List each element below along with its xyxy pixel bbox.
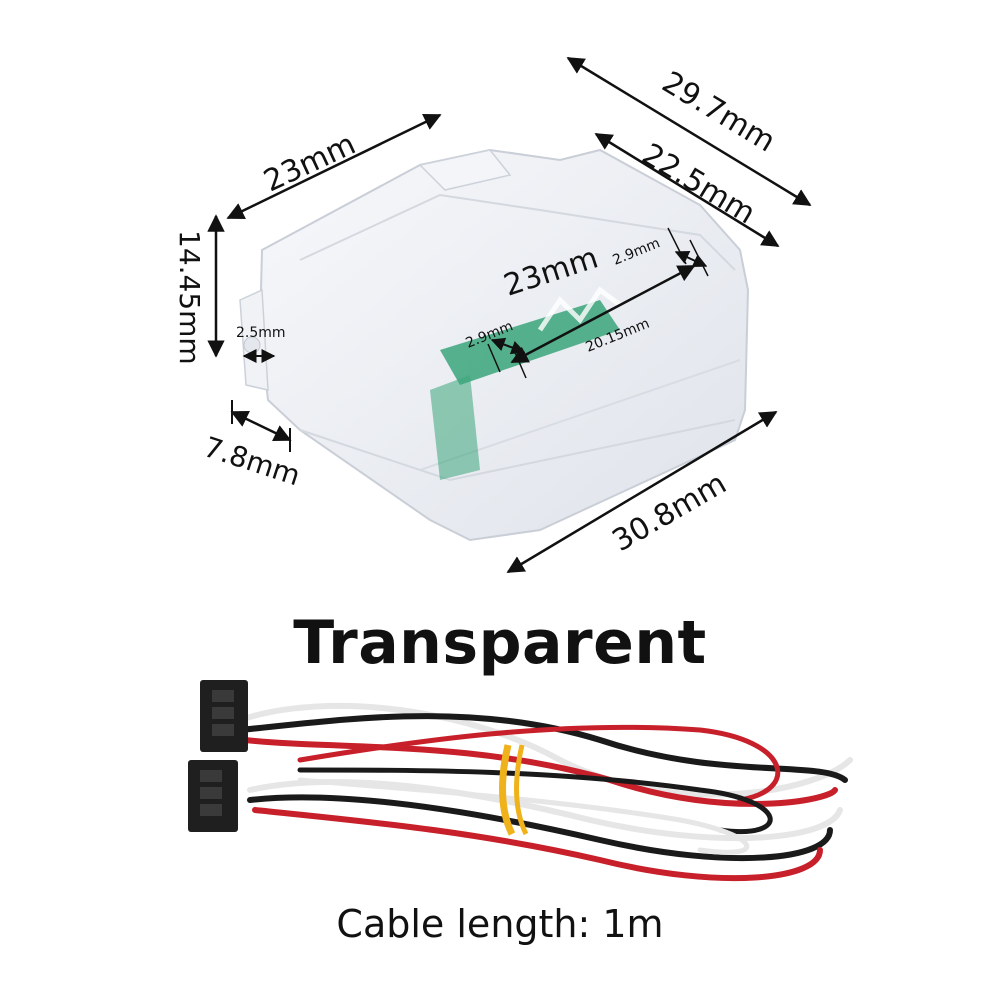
label-height: 14.45mm (173, 230, 206, 365)
housing-illustration: 23mm 14.45mm 2.5mm 7.8mm 29.7mm 22.5mm 2… (173, 56, 812, 574)
cable-bundle (237, 702, 853, 882)
label-hole: 2.5mm (236, 325, 286, 341)
dimension-height: 14.45mm (173, 214, 225, 365)
connector-bottom (188, 760, 238, 832)
variant-title: Transparent (293, 608, 707, 678)
label-top-width: 23mm (259, 127, 361, 200)
connector-top (200, 680, 248, 752)
label-overall-depth: 29.7mm (656, 65, 781, 160)
cable-tie-band (498, 744, 529, 836)
cable-length-caption: Cable length: 1m (336, 902, 664, 946)
dimension-hole: 2.5mm (236, 325, 286, 363)
sensor-housing (239, 148, 750, 542)
